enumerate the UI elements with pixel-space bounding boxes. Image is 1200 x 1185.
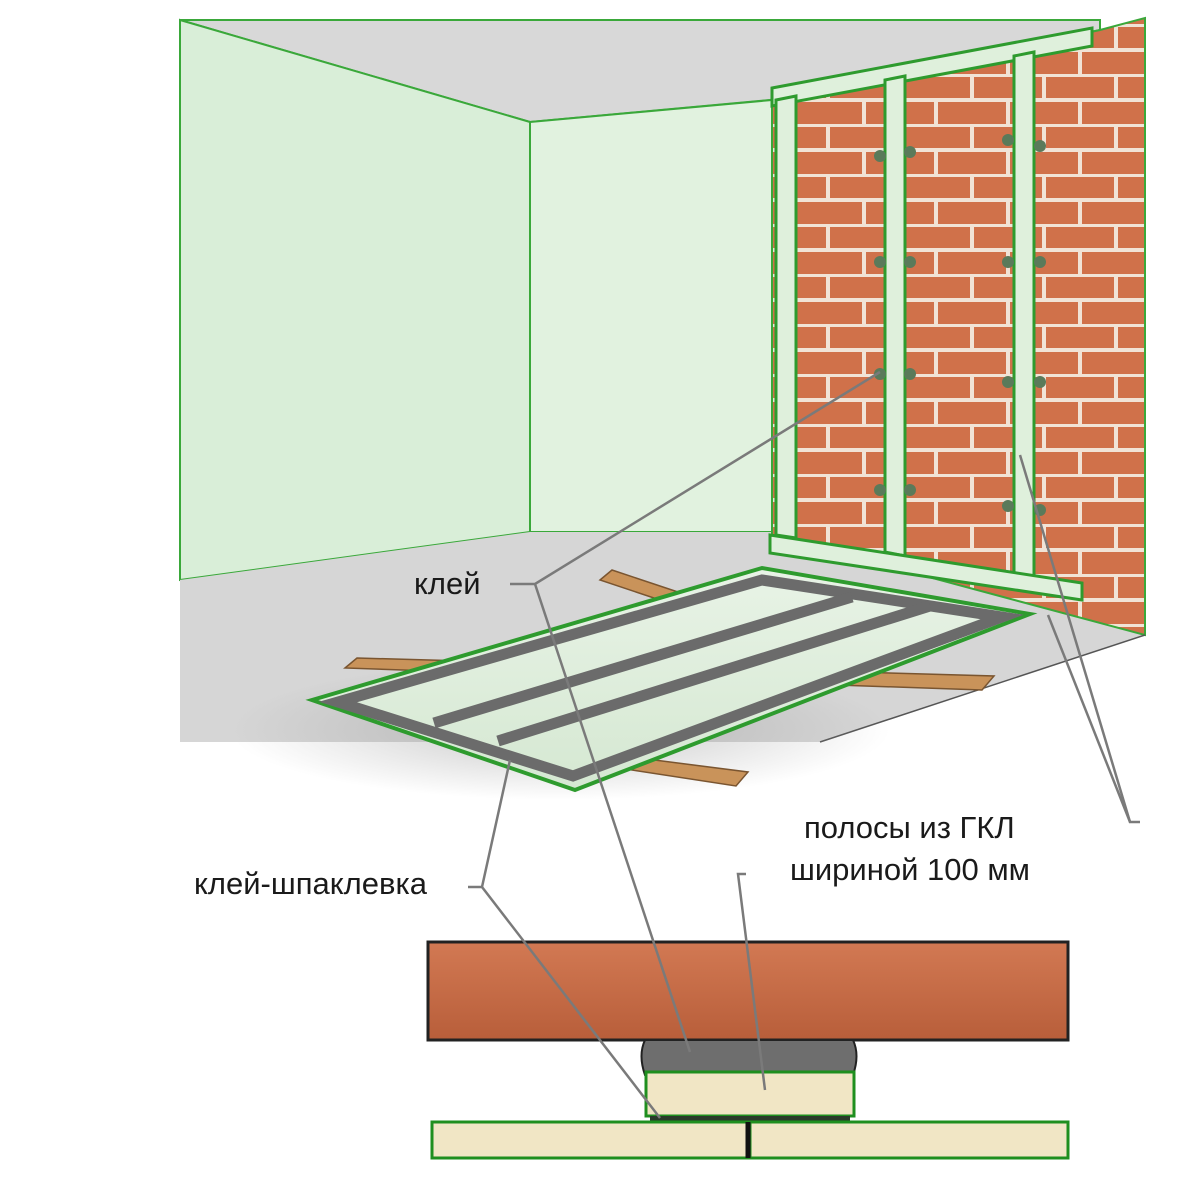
glue-dab bbox=[1034, 256, 1046, 268]
glue-dab bbox=[904, 146, 916, 158]
gypsum-strips-on-wall bbox=[768, 26, 1094, 602]
glue-dabs bbox=[874, 134, 1046, 516]
glue-dab bbox=[874, 256, 886, 268]
glue-strip-1 bbox=[432, 591, 854, 729]
vertical-strip-2 bbox=[883, 74, 907, 558]
glue-dab bbox=[1034, 140, 1046, 152]
section-putty bbox=[650, 1116, 850, 1124]
top-horizontal-strip bbox=[770, 26, 1094, 108]
bottom-horizontal-strip bbox=[768, 533, 1084, 602]
glue-dab bbox=[1002, 500, 1014, 512]
glue-dab bbox=[904, 256, 916, 268]
section-gypsum-strip bbox=[644, 1070, 856, 1118]
gypsum-board bbox=[305, 565, 1038, 793]
glue-perimeter bbox=[318, 574, 1024, 782]
glue-dab bbox=[874, 150, 886, 162]
back-wall bbox=[529, 98, 773, 533]
glue-dab bbox=[904, 484, 916, 496]
strips-leader-c bbox=[736, 872, 767, 1091]
board-assembly bbox=[230, 565, 1038, 800]
section-board-right bbox=[748, 1120, 1070, 1160]
label-glue: клей bbox=[414, 566, 481, 601]
glue-dab bbox=[1002, 134, 1014, 146]
glue-dab bbox=[1002, 376, 1014, 388]
glue-leader-bottom bbox=[533, 583, 692, 1053]
glue-dab bbox=[874, 368, 886, 380]
glue-dab bbox=[874, 484, 886, 496]
glue-putty-leader-bottom bbox=[481, 886, 661, 1119]
leader-lines bbox=[468, 370, 1140, 1119]
vertical-strip-3 bbox=[1012, 50, 1036, 589]
label-strips-line2: шириной 100 мм bbox=[790, 852, 1030, 887]
section-glue bbox=[640, 1039, 858, 1076]
glue-dab bbox=[1002, 256, 1014, 268]
strips-leader-b bbox=[1046, 614, 1132, 823]
glue-dab bbox=[1034, 376, 1046, 388]
glue-dab bbox=[904, 368, 916, 380]
glue-strip-second bbox=[496, 600, 932, 747]
cross-section bbox=[426, 940, 1070, 1160]
vertical-strip-1 bbox=[774, 94, 798, 540]
label-glue-putty: клей-шпаклевка bbox=[194, 866, 428, 901]
section-board-left bbox=[430, 1120, 749, 1160]
label-strips-line1: полосы из ГКЛ bbox=[804, 810, 1015, 845]
